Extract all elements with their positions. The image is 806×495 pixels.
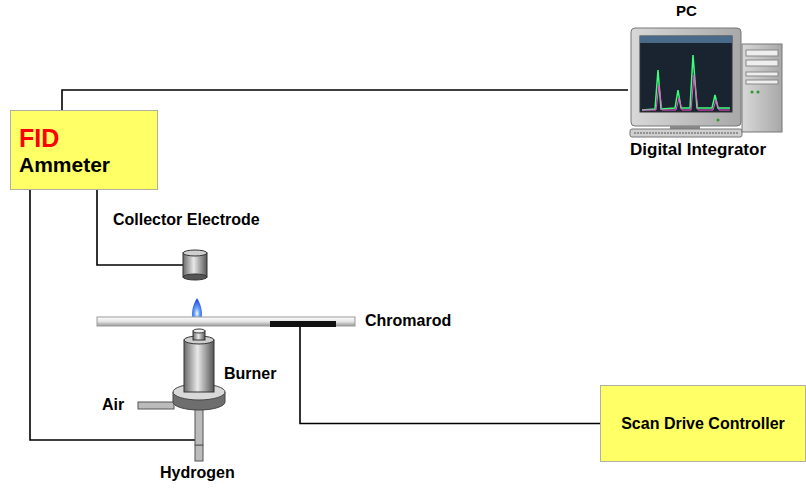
node-label: FID xyxy=(19,124,149,153)
burner: Burner xyxy=(184,331,214,393)
node-label: Scan Drive Controller xyxy=(609,415,797,433)
chromarod: Chromarod xyxy=(97,317,355,327)
rod-holder xyxy=(270,321,336,327)
gas-label: Hydrogen xyxy=(160,464,235,482)
burner-drawing xyxy=(138,329,225,461)
node-label: PC xyxy=(676,2,697,19)
gas-label: Air xyxy=(102,396,124,414)
wire xyxy=(300,327,600,424)
node-label: Burner xyxy=(224,365,276,383)
ammeter-box: FIDAmmeter xyxy=(10,110,158,190)
controller-box: Scan Drive Controller xyxy=(600,385,806,462)
collector-electrode-drawing xyxy=(183,250,207,280)
wire xyxy=(62,90,628,110)
chromarod-drawing xyxy=(97,317,355,326)
collector-electrode: Collector Electrode xyxy=(183,250,207,280)
node-label: Digital Integrator xyxy=(630,140,766,160)
pc-node: PCDigital Integrator xyxy=(628,28,784,138)
node-label: Ammeter xyxy=(19,153,149,177)
node-label: Collector Electrode xyxy=(113,211,260,229)
node-label: Chromarod xyxy=(365,312,451,330)
pc-illustration xyxy=(630,28,782,137)
